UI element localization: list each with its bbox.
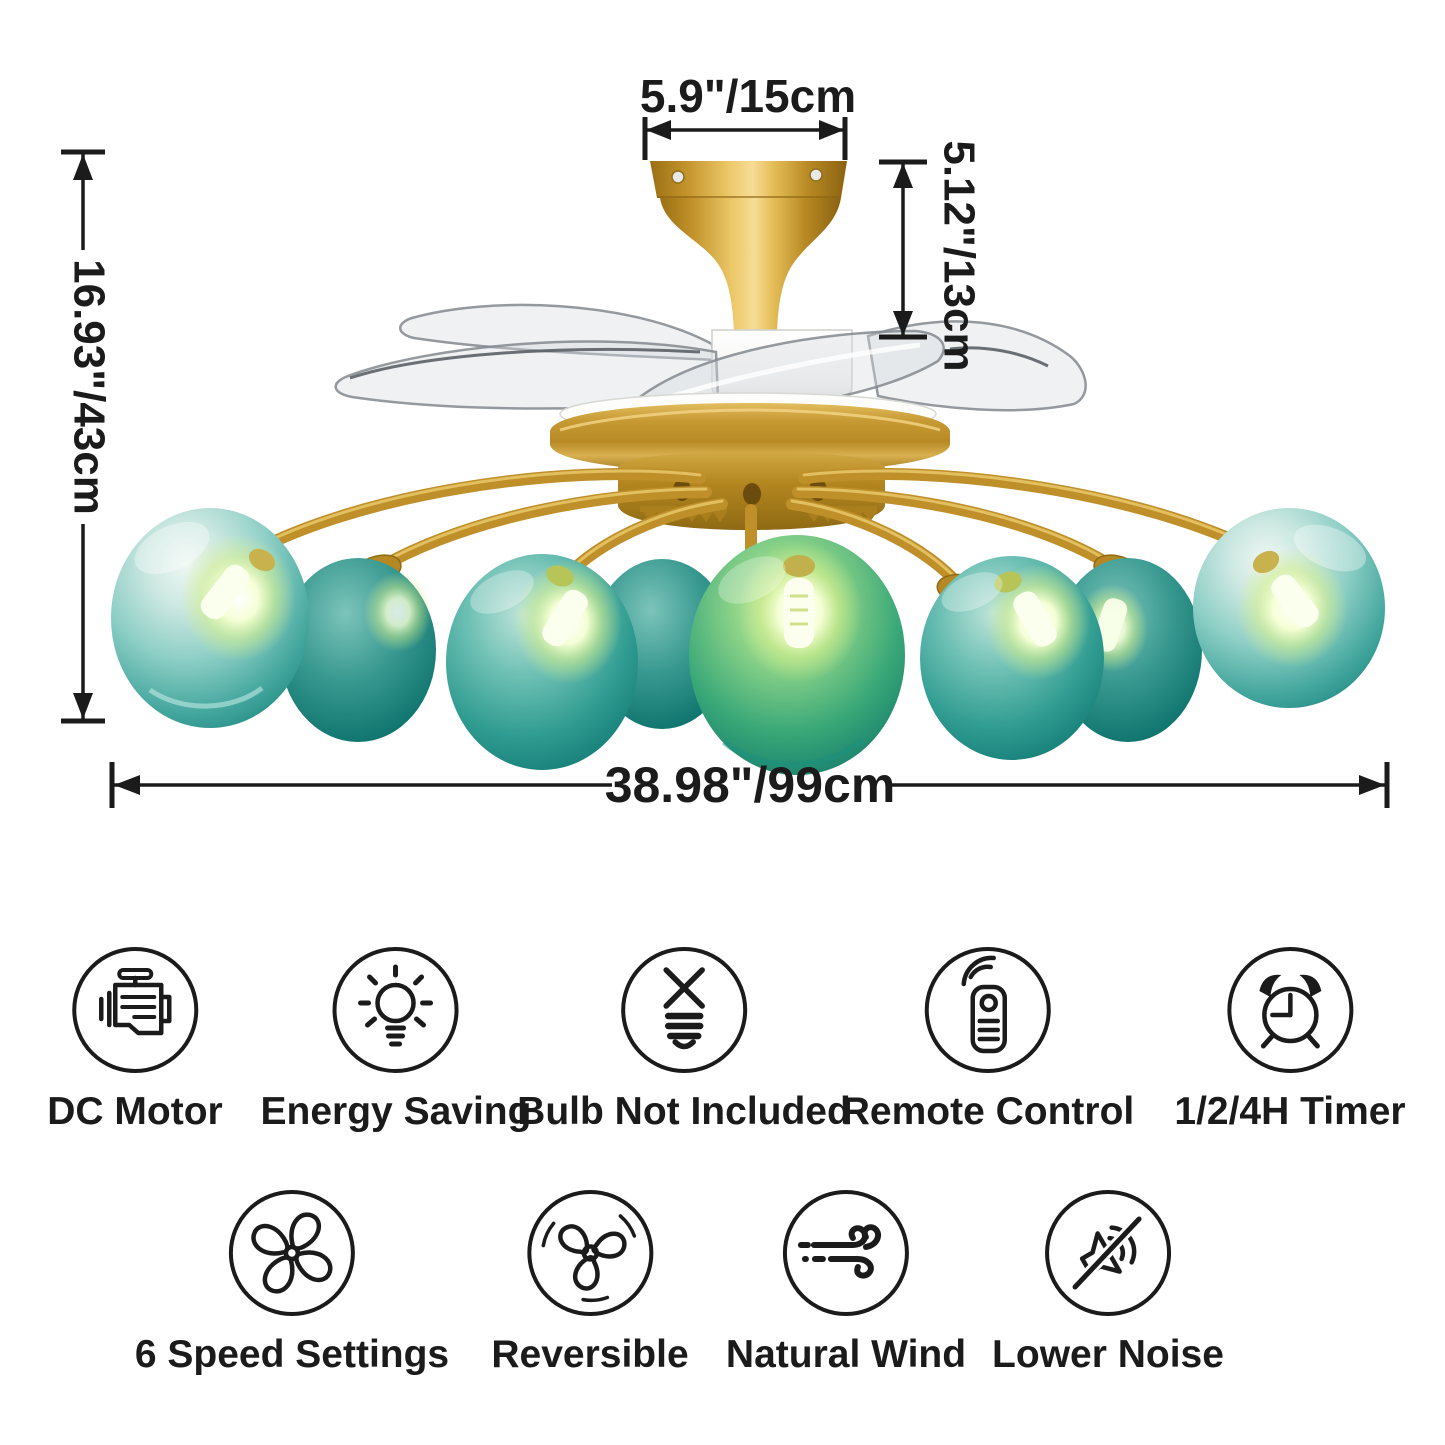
glass-globe: [689, 535, 905, 775]
canopy-height-label: 5.12"/13cm: [934, 140, 983, 371]
dimension-total-height: 16.93"/43cm: [61, 149, 113, 724]
remote-control-icon: [925, 947, 1051, 1073]
fan-blades: [334, 303, 1087, 418]
product-illustration: 5.9"/15cm 5.12"/13cm 16.93"/43cm 38.98"/…: [61, 70, 1390, 813]
glass-globe: [920, 556, 1104, 760]
lightbulb-rays-icon: [333, 947, 459, 1073]
muted-speaker-icon: [1044, 1190, 1171, 1316]
canopy-screw-left: [671, 170, 685, 184]
canopy-screw-right: [809, 168, 823, 182]
canopy: [650, 161, 847, 348]
feature-lower-noise: Lower Noise: [992, 1188, 1224, 1377]
bulb-crossed-icon: [620, 947, 747, 1073]
feature-energy-saving: Energy Saving: [260, 945, 532, 1134]
wind-icon: [783, 1190, 909, 1316]
feature-remote-control: Remote Control: [841, 945, 1135, 1134]
feature-label: 6 Speed Settings: [134, 1333, 450, 1376]
feature-label: DC Motor: [47, 1090, 223, 1133]
dimension-total-width: 38.98"/99cm: [109, 757, 1390, 813]
feature-label: Natural Wind: [725, 1333, 967, 1376]
total-width-label: 38.98"/99cm: [605, 757, 896, 813]
feature-label: Bulb Not Included: [517, 1090, 851, 1133]
feature-label: Energy Saving: [260, 1090, 532, 1133]
feature-natural-wind: Natural Wind: [726, 1188, 966, 1377]
feature-label: 1/2/4H Timer: [1174, 1090, 1406, 1133]
feature-reversible: Reversible: [491, 1188, 689, 1377]
canopy-width-label: 5.9"/15cm: [640, 70, 856, 122]
fan-blades-icon: [229, 1190, 355, 1316]
feature-dc-motor: DC Motor: [47, 945, 223, 1134]
total-height-label: 16.93"/43cm: [64, 259, 113, 515]
feature-timer: 1/2/4H Timer: [1174, 945, 1406, 1134]
feature-label: Reversible: [491, 1333, 689, 1376]
gold-drum: [550, 403, 950, 473]
glass-globe: [111, 508, 309, 728]
feature-bulb-not-included: Bulb Not Included: [517, 945, 851, 1134]
feature-label: Remote Control: [841, 1090, 1135, 1133]
reversible-fan-icon: [526, 1190, 653, 1316]
glass-globe: [446, 554, 638, 770]
glass-globes: [111, 508, 1385, 775]
engine-icon: [72, 947, 198, 1073]
alarm-clock-icon: [1227, 947, 1353, 1073]
feature-speed-settings: 6 Speed Settings: [135, 1188, 449, 1377]
feature-label: Lower Noise: [992, 1333, 1224, 1376]
dimension-canopy-height: 5.12"/13cm: [879, 140, 983, 372]
dimension-canopy-width: 5.9"/15cm: [640, 70, 856, 160]
glass-globe: [1193, 508, 1385, 708]
